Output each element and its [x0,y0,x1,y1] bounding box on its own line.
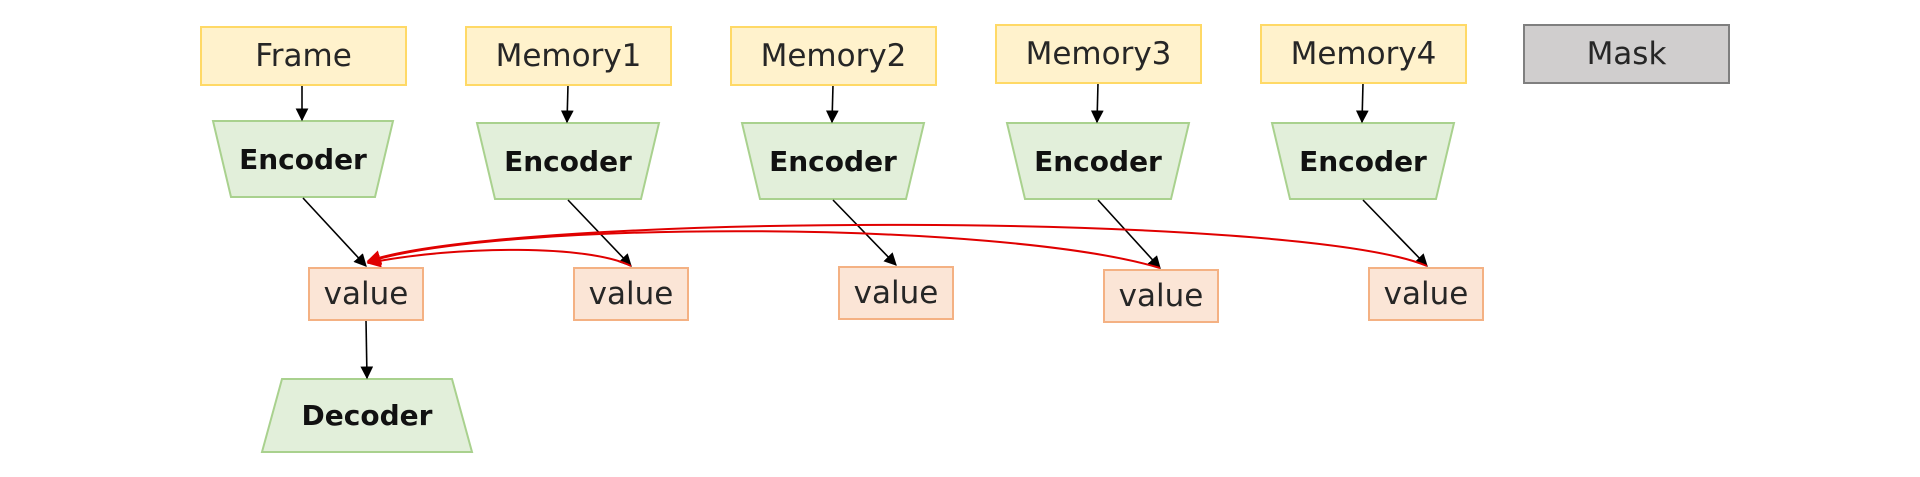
value-box-frame: value [308,267,424,321]
encoder-label-frame: Encoder [239,142,367,176]
input-memory4: Memory4 [1260,24,1467,84]
encoder-shape-frame [211,120,395,198]
encoder-label-memory3: Encoder [1034,144,1162,178]
encoder-label-memory1: Encoder [504,144,632,178]
input-memory4-label: Memory4 [1290,36,1437,72]
input-memory1-label: Memory1 [495,38,642,74]
input-memory2: Memory2 [730,26,937,86]
decoder-shape [260,378,474,453]
mask-box: Mask [1523,24,1730,84]
input-frame: Frame [200,26,407,86]
red-arrow-value4-to-frame-value [366,223,1428,267]
value-label-memory1: value [588,276,674,312]
value-label-memory2: value [853,275,939,311]
encoder-label-memory4: Encoder [1299,144,1427,178]
value-box-memory3: value [1103,269,1219,323]
encoder-shape-memory2 [740,122,926,200]
arrow-memory1-to-encoder [560,84,574,124]
encoder-label-memory2: Encoder [769,144,897,178]
red-arrow-value1-to-frame-value [366,248,632,268]
value-box-memory2: value [838,266,954,320]
arrow-encoder-to-value-frame [302,197,367,267]
encoder-shape-memory4 [1270,122,1456,200]
arrow-memory4-to-encoder [1355,82,1369,124]
input-memory3: Memory3 [995,24,1202,84]
arrow-encoder-to-value-memory4 [1362,199,1428,267]
encoder-shape-memory1 [475,122,661,200]
value-label-memory3: value [1118,278,1204,314]
input-frame-label: Frame [255,38,352,74]
input-memory2-label: Memory2 [760,38,907,74]
encoder-shape-memory3 [1005,122,1191,200]
arrow-memory2-to-encoder [825,84,839,124]
input-memory3-label: Memory3 [1025,36,1172,72]
input-memory1: Memory1 [465,26,672,86]
mask-label: Mask [1586,36,1667,72]
arrow-encoder-to-value-memory2 [832,199,897,266]
arrow-value-to-decoder [360,319,374,380]
value-label-memory4: value [1383,276,1469,312]
arrow-memory3-to-encoder [1090,82,1104,124]
value-label-frame: value [323,276,409,312]
arrow-encoder-to-value-memory3 [1097,199,1161,269]
value-box-memory1: value [573,267,689,321]
decoder-label: Decoder [301,399,433,432]
value-box-memory4: value [1368,267,1484,321]
